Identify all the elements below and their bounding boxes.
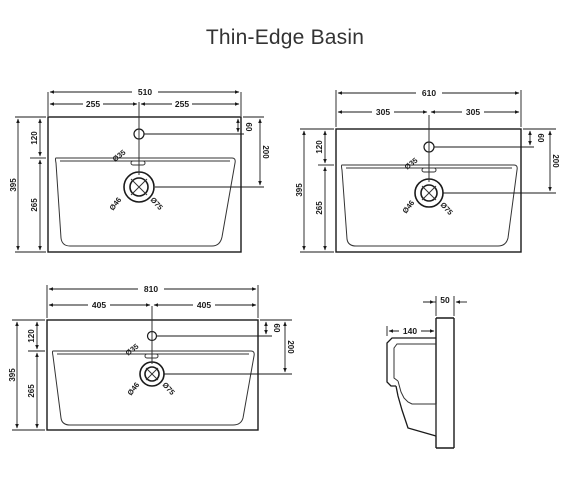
- rim-thickness-label: 50: [440, 295, 450, 305]
- depth-back-label: 120: [315, 140, 324, 154]
- depth-front-label: 265: [315, 201, 324, 215]
- waste-inner: [420, 184, 438, 202]
- width-label: 510: [138, 87, 152, 97]
- basin-810-plan: 810 405 405 395 120 265 60 200 Ø35 Ø46 Ø…: [8, 283, 295, 431]
- waste-inner-label: Ø46: [400, 199, 416, 216]
- tap-offset-label: 60: [244, 123, 253, 132]
- waste-offset-label: 200: [551, 154, 560, 168]
- half-left-label: 255: [86, 99, 100, 109]
- waste-outer-label: Ø75: [439, 200, 455, 217]
- waste-inner: [129, 177, 149, 197]
- tap-offset-label: 60: [272, 324, 281, 333]
- waste-offset-label: 200: [286, 340, 295, 354]
- waste-offset-label: 200: [261, 145, 270, 159]
- basin-side-view: 50 140: [386, 295, 467, 449]
- tap-offset-label: 60: [536, 134, 545, 143]
- waste-outer-label: Ø75: [161, 380, 177, 397]
- overflow-slot: [130, 160, 146, 166]
- depth-back-label: 120: [30, 131, 39, 145]
- side-bowl-curve: [397, 380, 436, 405]
- waste-inner-label: Ø46: [125, 381, 141, 398]
- half-right-label: 405: [197, 300, 211, 310]
- depth-label: 395: [295, 183, 304, 197]
- basin-bowl: [52, 350, 255, 426]
- basin-510-plan: 510 255 255 395 120 265 60 200 Ø35 Ø46 Ø…: [9, 86, 270, 253]
- half-left-label: 305: [376, 107, 390, 117]
- basin-bowl: [341, 164, 518, 247]
- basin-outline: [47, 116, 242, 253]
- depth-label: 395: [8, 368, 17, 382]
- basin-610-plan: 610 305 305 395 120 265 60 200 Ø35 Ø46 Ø…: [295, 87, 560, 253]
- half-right-label: 305: [466, 107, 480, 117]
- depth-front-label: 265: [27, 384, 36, 398]
- waste-inner: [144, 366, 160, 382]
- width-label: 810: [144, 284, 158, 294]
- waste-outer-label: Ø75: [149, 195, 165, 212]
- side-bowl-outer: [395, 385, 437, 437]
- side-profile-inner: [393, 343, 436, 382]
- half-right-label: 255: [175, 99, 189, 109]
- depth-front-label: 265: [30, 198, 39, 212]
- projection-label: 140: [403, 326, 417, 336]
- half-left-label: 405: [92, 300, 106, 310]
- tap-hole-label: Ø35: [403, 156, 420, 172]
- depth-label: 395: [9, 178, 18, 192]
- depth-back-label: 120: [27, 329, 36, 343]
- diagram-title: Thin-Edge Basin: [205, 26, 365, 49]
- waste-inner-label: Ø46: [107, 196, 123, 213]
- width-label: 610: [422, 88, 436, 98]
- side-profile-outer: [386, 337, 436, 387]
- tap-hole-label: Ø35: [124, 342, 141, 358]
- basin-bowl: [55, 157, 236, 247]
